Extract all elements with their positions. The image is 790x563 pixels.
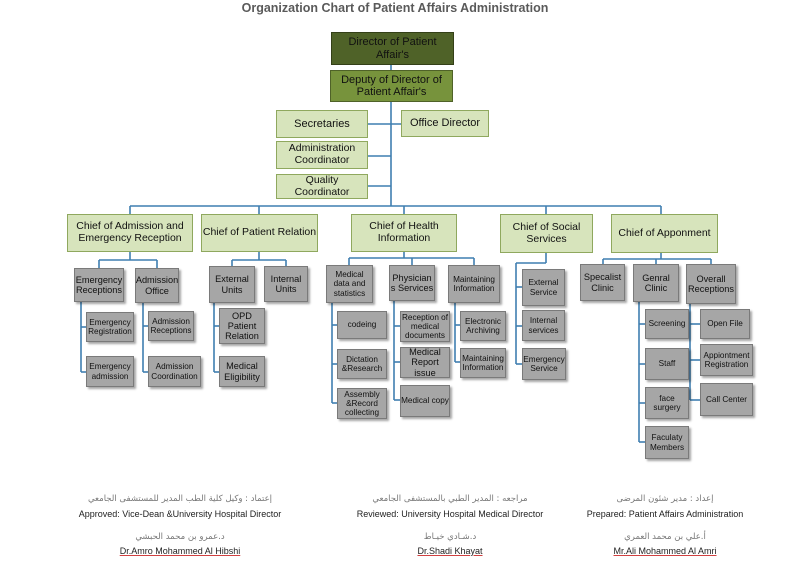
- maintaining-information-box: Maintaining Information: [448, 265, 500, 303]
- secretaries-box: Secretaries: [276, 110, 368, 138]
- prepared-name: Mr.Ali Mohammed Al Amri: [613, 546, 717, 556]
- quality-coordinator-box: Quality Coordinator: [276, 174, 368, 199]
- external-service-box: External Service: [522, 269, 565, 306]
- assembly-box: Assembly &Record collecting: [337, 388, 387, 419]
- external-units-box: External Units: [209, 266, 255, 303]
- reviewed-name: Dr.Shadi Khayat: [417, 546, 483, 556]
- chief-health-info-box: Chief of Health Information: [351, 214, 457, 252]
- approved-label: Approved: Vice-Dean &University Hospital…: [78, 509, 282, 519]
- opd-relation-box: OPD Patient Relation: [219, 308, 265, 344]
- open-file-box: Open File: [700, 309, 750, 339]
- physicians-services-box: Physician s Services: [389, 265, 435, 301]
- appointment-registration-box: Appiontment Registration: [700, 344, 753, 376]
- emergency-service-box: Emergency Service: [522, 348, 566, 380]
- chart-title: Organization Chart of Patient Affairs Ad…: [241, 1, 549, 15]
- staff-box: Staff: [645, 348, 689, 380]
- chief-patient-relation-box: Chief of Patient Relation: [201, 214, 318, 252]
- screening-box: Screening: [645, 309, 689, 339]
- approved-name: Dr.Amro Mohammed Al Hibshi: [119, 546, 241, 556]
- reception-docs-box: Reception of medical documents: [400, 311, 450, 342]
- chief-appointment-box: Chief of Apponment: [611, 214, 718, 253]
- chief-admission-box: Chief of Admission and Emergency Recepti…: [67, 214, 193, 252]
- admission-receptions-box: Admission Receptions: [148, 311, 194, 341]
- internal-units-box: Internal Units: [264, 266, 308, 302]
- faculty-members-box: Faculaty Members: [645, 426, 689, 459]
- deputy-box: Deputy of Director of Patient Affair's: [330, 70, 453, 102]
- prepared-arabic: إعداد : مدير شئون المرضى: [616, 494, 714, 504]
- reviewed-name-arabic: د.شـادي خيـاط: [423, 532, 477, 542]
- office-director-box: Office Director: [401, 110, 489, 137]
- specialist-clinic-box: Specalist Clinic: [580, 264, 625, 301]
- electronic-archiving-box: Electronic Archiving: [460, 311, 506, 341]
- call-center-box: Call Center: [700, 383, 753, 416]
- codeing-box: codeing: [337, 311, 387, 339]
- admission-office-box: Admission Office: [135, 268, 179, 303]
- general-clinic-box: Genral Clinic: [633, 264, 679, 302]
- internal-services-box: Internal services: [522, 310, 565, 341]
- emergency-registration-box: Emergency Registration: [86, 312, 134, 342]
- approved-arabic: إعتماد : وكيل كلية الطب المدير للمستشفى …: [87, 494, 273, 504]
- reviewed-label: Reviewed: University Hospital Medical Di…: [356, 509, 544, 519]
- medical-copy-box: Medical copy: [400, 385, 450, 417]
- reviewed-arabic: مراجعه : المدير الطبي بالمستشفى الجامعي: [372, 494, 528, 504]
- medical-eligibility-box: Medical Eligibility: [219, 356, 265, 387]
- director-box: Director of Patient Affair's: [331, 32, 454, 65]
- medical-data-box: Medical data and statistics: [326, 265, 373, 303]
- admission-coordination-box: Admission Coordination: [148, 356, 201, 387]
- face-surgery-box: face surgery: [645, 387, 689, 419]
- emergency-receptions-box: Emergency Receptions: [74, 268, 124, 302]
- approved-name-arabic: د.عمرو بن محمد الحبشي: [135, 532, 225, 542]
- maintaining-info2-box: Maintaining Information: [460, 348, 506, 378]
- prepared-name-arabic: أ.علي بن محمد العمري: [624, 532, 706, 542]
- prepared-label: Prepared: Patient Affairs Administration: [586, 509, 744, 519]
- admin-coordinator-box: Administration Coordinator: [276, 141, 368, 169]
- overall-receptions-box: Overall Receptions: [686, 264, 736, 304]
- medical-report-box: Medical Report issue: [400, 347, 450, 378]
- chief-social-box: Chief of Social Services: [500, 214, 593, 253]
- dictation-box: Dictation &Research: [337, 349, 387, 379]
- emergency-admission-box: Emergency admission: [86, 356, 134, 387]
